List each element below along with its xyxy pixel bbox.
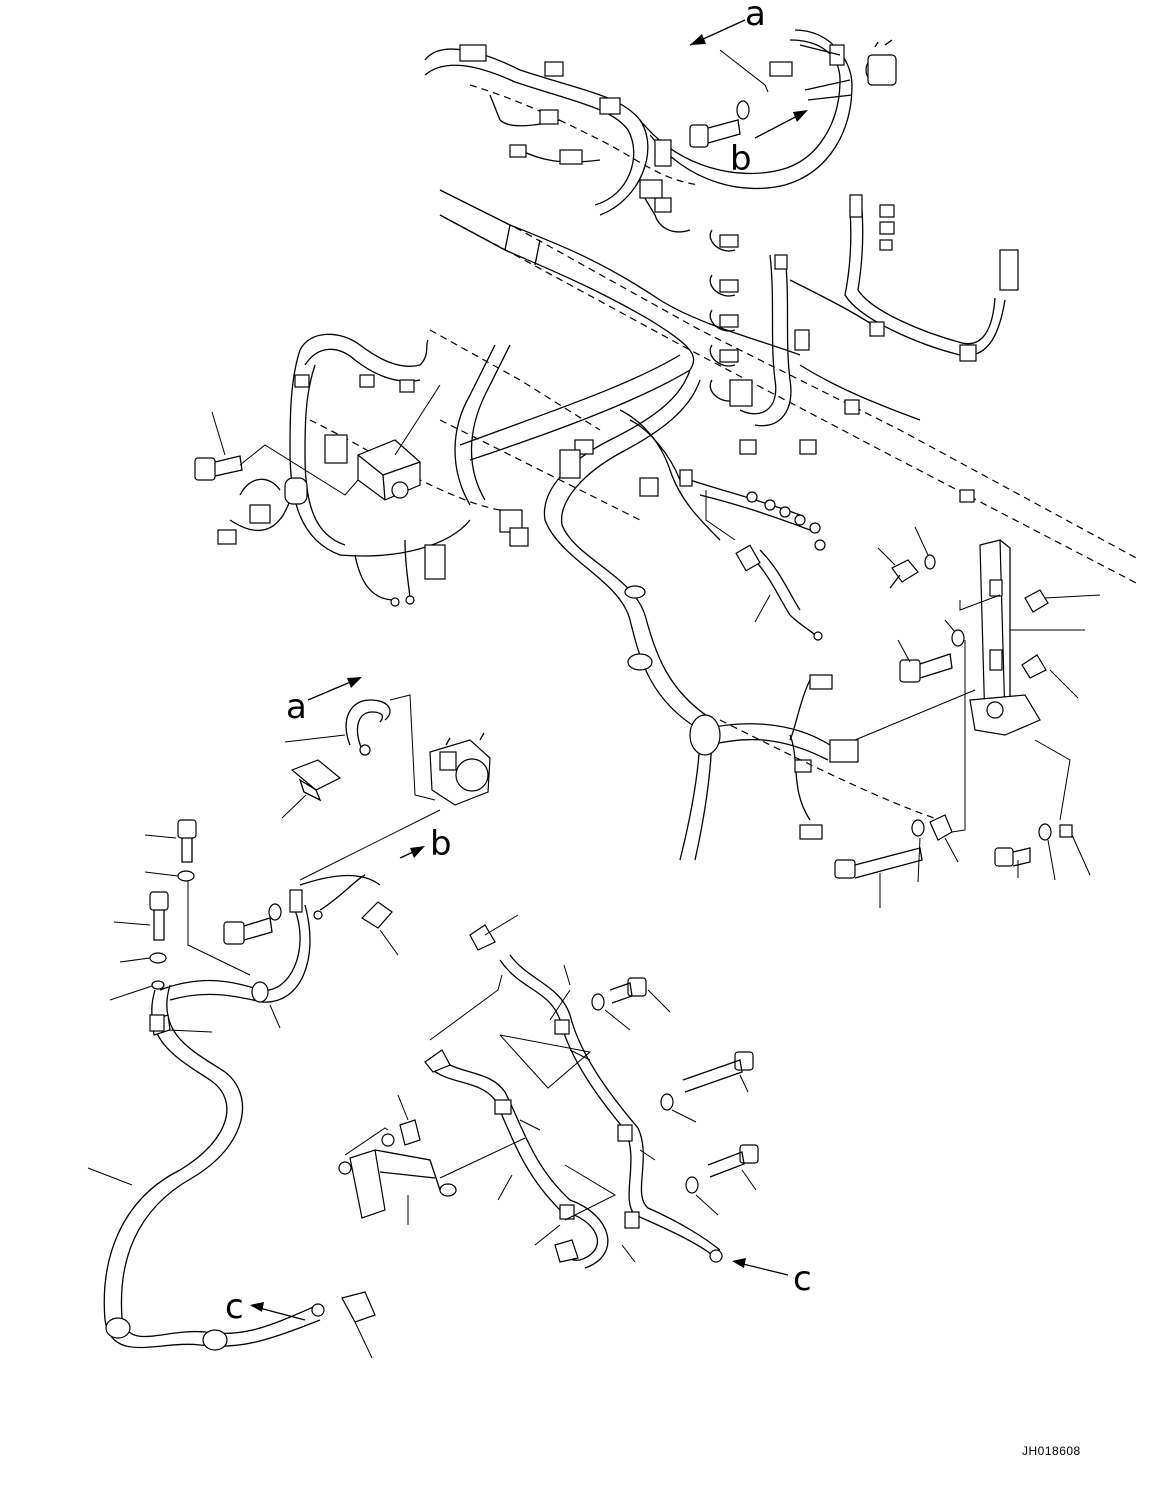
center-harness (543, 369, 941, 861)
callout-c-lower-left: c (225, 1287, 376, 1359)
right-harness (709, 194, 1019, 503)
collars (929, 589, 1049, 841)
starter-motor-detail (429, 732, 491, 806)
bolts-lower-right (591, 977, 759, 1216)
callout-b-top: b (730, 110, 808, 179)
washer-icon (951, 629, 965, 647)
bolt-icon (899, 659, 921, 683)
bolts-lower-left (109, 819, 282, 1033)
right-bracket (959, 539, 1101, 736)
left-harness (217, 333, 581, 607)
starter-motor-top (799, 39, 897, 101)
callout-b-label-detail: b (430, 824, 452, 864)
detail-a: a (284, 677, 436, 801)
lower-center-cables (424, 914, 723, 1269)
drawing-code: JH018608 (1022, 1444, 1081, 1458)
lower-bracket (338, 1094, 526, 1225)
terminal-cap (281, 759, 342, 819)
callout-a-label-detail: a (286, 687, 307, 727)
callout-c-label-center: c (793, 1259, 812, 1299)
callout-c-label-left: c (225, 1287, 244, 1327)
sensor (877, 526, 936, 589)
bolt-left (194, 411, 359, 496)
frame-beam (439, 189, 801, 461)
detail-b: b (299, 809, 452, 956)
callout-a-top: a (689, 0, 769, 93)
connector-stack (709, 229, 810, 407)
callout-a-label-top: a (745, 0, 766, 34)
battery-cable-left (87, 889, 325, 1351)
callout-c-lower-center: c (732, 1258, 812, 1299)
frame-outline (429, 189, 1141, 586)
bolts-right (834, 619, 1091, 908)
upper-harness (424, 29, 853, 233)
battery-relay (357, 384, 441, 501)
callout-b-label-top: b (730, 139, 752, 179)
bolt-top (689, 100, 750, 148)
terminal-row (746, 491, 826, 551)
